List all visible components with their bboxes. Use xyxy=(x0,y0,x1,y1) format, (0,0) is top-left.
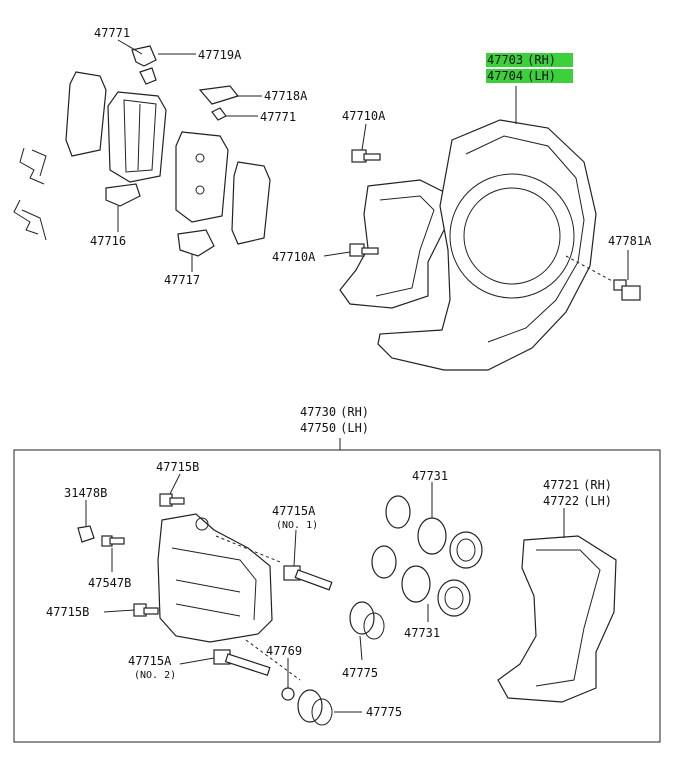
label-47771-mid: 47771 xyxy=(260,110,296,124)
label-47750: 47750(LH) xyxy=(300,421,369,435)
slide-pin-no2 xyxy=(213,649,271,676)
label-no2: (NO. 2) xyxy=(134,670,176,681)
caliper-body xyxy=(157,513,273,643)
brake-pad-inner xyxy=(175,131,229,223)
bolt-47710a-mid xyxy=(349,243,379,257)
caliper-mounting-bracket xyxy=(497,535,617,703)
label-47769: 47769 xyxy=(266,644,302,658)
label-47731-upper: 47731 xyxy=(412,469,448,483)
label-31478b: 31478B xyxy=(64,486,107,500)
pad-shim-inner xyxy=(231,161,271,245)
clip-47718a xyxy=(198,85,240,105)
label-47731-lower: 47731 xyxy=(404,626,440,640)
bleeder-plug-47547b xyxy=(101,535,125,547)
clip-47771-top xyxy=(131,45,157,67)
dust-cover-47703 xyxy=(377,119,597,371)
label-47775-upper: 47775 xyxy=(342,666,378,680)
pad-shim-outer xyxy=(65,71,107,157)
label-47715a-no1: 47715A xyxy=(272,504,316,518)
label-47730: 47730(RH) xyxy=(300,405,369,419)
bolt-47715b-left xyxy=(133,603,159,617)
bushing-47769 xyxy=(281,687,295,701)
label-47718a: 47718A xyxy=(264,89,308,103)
label-47722: 47722(LH) xyxy=(543,494,612,508)
bolt-47781a xyxy=(613,279,641,301)
label-47710a-top: 47710A xyxy=(342,109,386,123)
pad-support-47717 xyxy=(177,229,215,257)
clip-47771-small xyxy=(139,67,157,85)
label-47715b-left: 47715B xyxy=(46,605,89,619)
bolt-47715b-top xyxy=(159,493,185,507)
piston-seals-47731-upper xyxy=(385,495,483,569)
anti-squeal-springs xyxy=(13,147,47,241)
label-47703: 47703(RH) xyxy=(487,53,556,67)
brake-pad-outer xyxy=(107,91,167,183)
caliper-assembly-frame xyxy=(13,449,661,743)
label-47547b: 47547B xyxy=(88,576,131,590)
slide-pin-no1 xyxy=(283,565,333,591)
pad-support-47716 xyxy=(105,183,141,207)
piston-seals-47731-lower xyxy=(371,545,471,617)
label-47715b-top: 47715B xyxy=(156,460,199,474)
label-47716: 47716 xyxy=(90,234,126,248)
label-47704: 47704(LH) xyxy=(487,69,556,83)
clip-47771-mid xyxy=(211,107,227,121)
highlight-47704 xyxy=(486,69,573,83)
highlight-47703 xyxy=(486,53,573,67)
label-47719a: 47719A xyxy=(198,48,242,62)
boot-47775-lower xyxy=(297,689,333,726)
label-47715a-no2: 47715A xyxy=(128,654,172,668)
label-no1: (NO. 1) xyxy=(276,520,318,531)
label-47775-lower: 47775 xyxy=(366,705,402,719)
label-47771-top: 47771 xyxy=(94,26,130,40)
label-47781a: 47781A xyxy=(608,234,652,248)
bleeder-cap-31478b xyxy=(77,525,95,543)
label-47710a-mid: 47710A xyxy=(272,250,316,264)
label-47721: 47721(RH) xyxy=(543,478,612,492)
label-47717: 47717 xyxy=(164,273,200,287)
bolt-47710a-top xyxy=(351,149,381,163)
boot-47775-upper xyxy=(349,601,385,640)
